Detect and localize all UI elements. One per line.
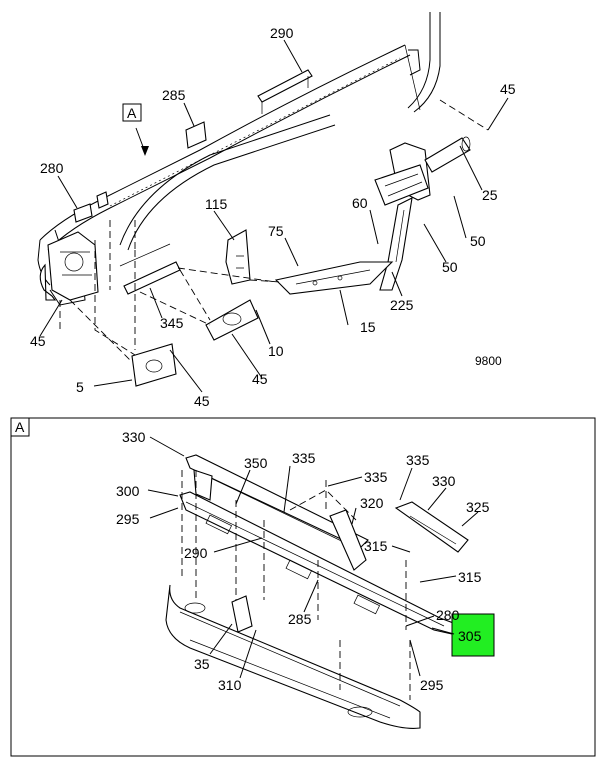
callout-280[interactable]: 280 — [40, 160, 64, 176]
callout-310[interactable]: 310 — [218, 677, 242, 693]
callout-280b[interactable]: 280 — [436, 607, 460, 623]
top-view: A 290 285 45 — [30, 12, 516, 409]
callout-345[interactable]: 345 — [160, 315, 184, 331]
callout-25[interactable]: 25 — [482, 187, 498, 203]
callout-15[interactable]: 15 — [360, 319, 376, 335]
callout-320[interactable]: 320 — [360, 495, 384, 511]
callout-115[interactable]: 115 — [205, 196, 228, 212]
callout-300[interactable]: 300 — [116, 483, 140, 499]
callout-45b[interactable]: 45 — [30, 333, 46, 349]
bottom-callouts: 330 350 335 335 335 330 300 295 320 325 … — [116, 429, 490, 693]
highlight-305[interactable] — [451, 613, 495, 657]
callout-10[interactable]: 10 — [268, 343, 284, 359]
callout-45[interactable]: 45 — [500, 81, 516, 97]
callout-75[interactable]: 50 — [470, 233, 486, 249]
callout-305[interactable]: 305 — [458, 628, 482, 644]
callout-285[interactable]: 285 — [162, 87, 186, 103]
callout-35[interactable]: 35 — [194, 656, 210, 672]
view-a-label-bottom: A — [15, 419, 25, 435]
callout-290b[interactable]: 290 — [184, 545, 208, 561]
callout-350[interactable]: 350 — [244, 455, 268, 471]
callout-295[interactable]: 295 — [116, 511, 140, 527]
callout-295b[interactable]: 295 — [420, 677, 444, 693]
callout-330b[interactable]: 330 — [432, 473, 456, 489]
callout-330[interactable]: 330 — [122, 429, 146, 445]
callout-290[interactable]: 290 — [270, 25, 294, 41]
view-a-label-top: A — [127, 105, 137, 121]
detail-a-frame — [10, 417, 596, 757]
callout-325[interactable]: 325 — [466, 499, 490, 515]
bottom-leaders — [147, 436, 479, 679]
callout-45d[interactable]: 45 — [194, 393, 210, 409]
callout-315[interactable]: 315 — [364, 538, 388, 554]
callout-50[interactable]: 75 — [268, 223, 284, 239]
callout-5[interactable]: 5 — [76, 379, 84, 395]
callout-50b[interactable]: 50 — [442, 259, 458, 275]
callout-335[interactable]: 335 — [292, 450, 316, 466]
callout-335c[interactable]: 335 — [406, 452, 430, 468]
figure-number: 9800 — [475, 354, 502, 368]
callout-60[interactable]: 60 — [352, 195, 368, 211]
top-leaders — [39, 39, 509, 393]
callout-225[interactable]: 225 — [390, 297, 414, 313]
callout-315b[interactable]: 315 — [458, 569, 482, 585]
callout-45c[interactable]: 45 — [252, 371, 268, 387]
view-a-tag-top[interactable] — [122, 103, 142, 122]
callout-285b[interactable]: 285 — [288, 611, 312, 627]
detail-a-panel: A — [10, 417, 596, 757]
view-a-tag-bottom[interactable] — [10, 417, 30, 437]
top-callouts: 290 285 45 280 25 60 115 50 75 50 225 45… — [30, 25, 516, 409]
callout-335b[interactable]: 335 — [364, 469, 388, 485]
